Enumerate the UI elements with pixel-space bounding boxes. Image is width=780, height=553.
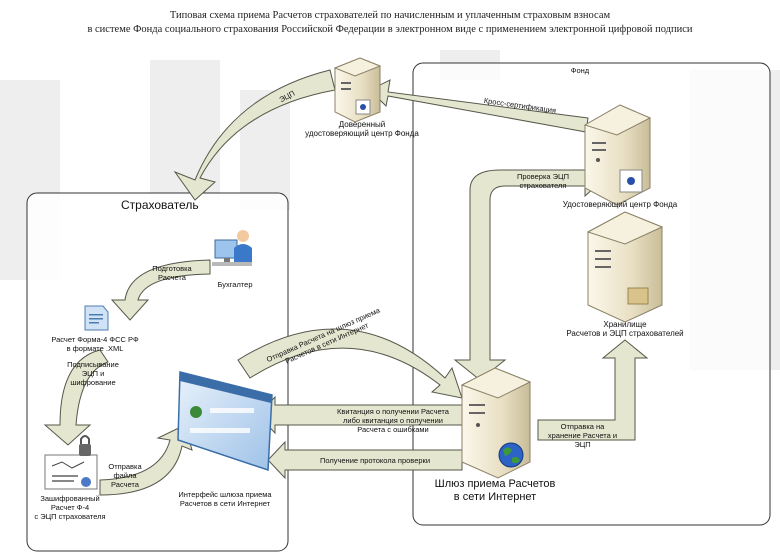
fund-panel-title: Фонд [570,66,590,75]
arrow-ecp [173,69,336,201]
arrow-protocol [267,440,463,480]
accountant-icon [212,230,252,266]
accountant-label: Бухгалтер [217,280,253,289]
storage-server-icon [586,211,664,323]
document-icon [84,305,109,331]
fund-ca-label: Удостоверяющий центр Фонда [562,200,678,209]
gateway-server-icon [460,367,532,479]
insurer-panel-title: Страхователь [121,198,199,212]
diagram-title-line-2: в системе Фонда социального страхования … [87,24,693,35]
certificate-icon [44,435,98,490]
protocol-arrow-label: Получение протокола проверки [319,456,431,465]
browser-window-icon [177,371,273,472]
arrow-prepare [110,259,211,321]
trusted-ca-server-icon [333,57,382,123]
fund-ca-server-icon [583,104,652,206]
diagram-title-line-1: Типовая схема приема Расчетов страховате… [169,10,611,21]
arrow-sign-encrypt [43,349,109,446]
arrow-to-storage [537,339,649,441]
